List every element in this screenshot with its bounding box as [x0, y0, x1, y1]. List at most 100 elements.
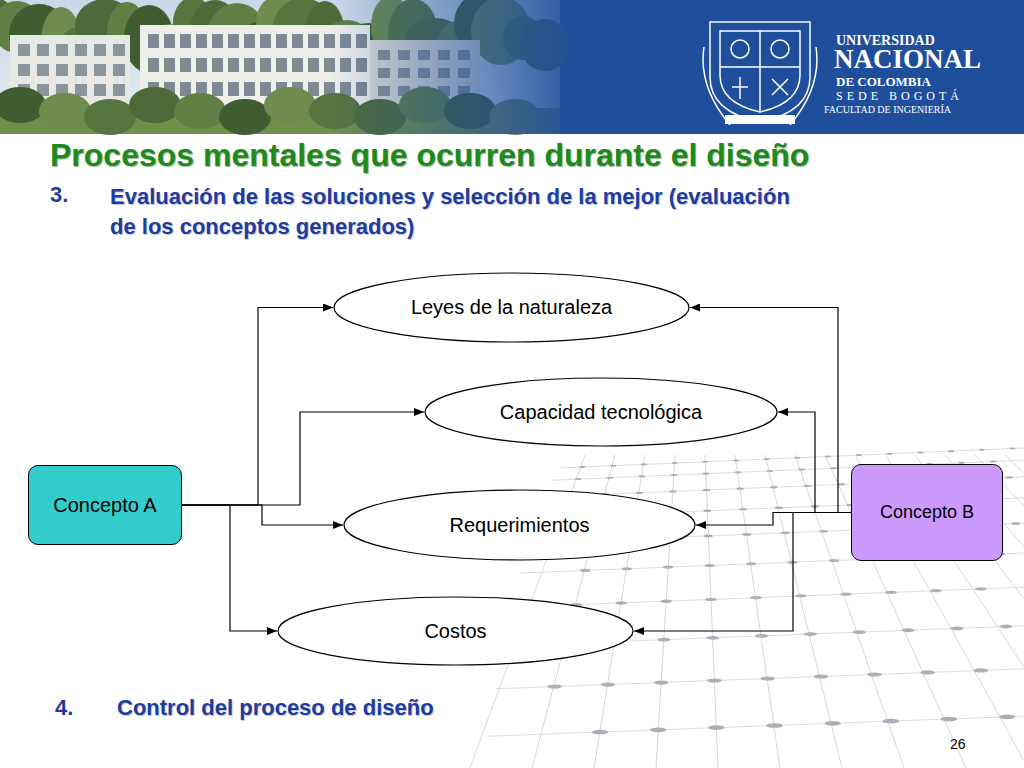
grid-line — [496, 669, 1024, 689]
seal-line — [720, 66, 800, 68]
grid-dot — [804, 485, 811, 487]
connector-arrow — [182, 308, 333, 506]
window — [75, 84, 87, 96]
node-text-group: Concepto B — [872, 502, 982, 523]
grid-dot — [750, 596, 762, 599]
grid-dot — [999, 715, 1016, 720]
window — [260, 34, 271, 48]
grid-dot — [990, 460, 997, 462]
window — [113, 84, 125, 96]
grid-dot — [760, 676, 775, 680]
ellipse-shape — [334, 273, 689, 342]
grid-dot — [770, 486, 777, 488]
grid-dot — [1011, 522, 1020, 525]
page-number: 26 — [950, 736, 966, 752]
window — [148, 34, 159, 48]
grid-dot — [671, 462, 677, 464]
bush — [129, 87, 181, 123]
seal-emblem — [772, 79, 788, 95]
grid-dot — [975, 587, 987, 590]
subheading: Control del proceso de diseño — [117, 695, 434, 721]
grid-dot — [974, 668, 989, 672]
grid-dot — [580, 569, 590, 572]
grid-dot — [734, 471, 741, 473]
window — [228, 34, 239, 48]
list-number: 3. — [50, 182, 68, 208]
window — [113, 44, 125, 56]
grid-dot — [579, 466, 585, 468]
seal-line — [759, 31, 761, 112]
grid-dot — [804, 632, 817, 636]
window — [75, 44, 87, 56]
grid-dot — [902, 628, 915, 632]
ellipse-shape — [425, 378, 777, 446]
grid-line — [488, 716, 1024, 736]
grid-dot — [607, 477, 614, 479]
grid-line — [705, 455, 718, 768]
node-text-group: Concepto A — [50, 494, 160, 517]
grid-dot — [739, 508, 747, 511]
grid-dot — [885, 591, 897, 594]
grid-line — [512, 587, 1024, 607]
window — [292, 34, 303, 48]
grid-dot — [766, 470, 773, 472]
window — [164, 34, 175, 48]
window — [260, 82, 271, 96]
concept-box: Concepto B — [851, 464, 1003, 561]
grid-dot — [707, 678, 722, 682]
grid-dot — [669, 490, 676, 492]
window — [148, 58, 159, 72]
grid-dot — [781, 531, 790, 534]
seal-shield-inner — [720, 31, 800, 112]
grid-line — [1005, 455, 1024, 768]
window — [276, 34, 287, 48]
grid-dot — [639, 475, 646, 477]
grid-dot — [755, 634, 768, 638]
logo-text: FACULTAD DE INGENIERÍA — [824, 104, 951, 115]
seal-emblem — [731, 40, 749, 58]
grid-dot — [948, 450, 954, 452]
grid-dot — [886, 453, 892, 455]
window — [75, 64, 87, 76]
grid-dot — [703, 510, 711, 513]
criterion-ellipse: Requerimientos — [343, 489, 696, 561]
window — [244, 58, 255, 72]
grid-dot — [660, 599, 672, 602]
grid-dot — [853, 630, 866, 634]
node-label: Concepto B — [872, 502, 982, 523]
grid-dot — [733, 459, 739, 461]
grid-dot — [999, 625, 1012, 629]
concept-box: Concepto A — [28, 465, 182, 545]
window — [180, 34, 191, 48]
header-banner — [0, 0, 1024, 135]
ellipse-shape — [278, 597, 633, 665]
window — [228, 58, 239, 72]
grid-dot — [819, 530, 828, 533]
grid-dot — [702, 473, 709, 475]
grid-dot — [746, 562, 756, 565]
grid-dot — [592, 730, 609, 735]
grid-dot — [795, 594, 807, 597]
connector-arrow — [778, 412, 851, 513]
grid-dot — [840, 592, 852, 595]
grid-dot — [663, 566, 673, 569]
window — [196, 58, 207, 72]
window — [56, 44, 68, 56]
grid-dot — [775, 507, 783, 510]
node-text-group: Capacidad tecnológica — [500, 401, 702, 424]
window — [180, 82, 191, 96]
window — [18, 64, 30, 76]
window — [94, 84, 106, 96]
connector-arrow — [182, 505, 343, 525]
grid-dot — [705, 598, 717, 601]
window — [292, 58, 303, 72]
grid-dot — [766, 723, 783, 728]
grid-dot — [951, 626, 964, 630]
node-text-group: Costos — [424, 620, 486, 643]
window — [180, 58, 191, 72]
window — [113, 64, 125, 76]
window — [244, 34, 255, 48]
seal-emblem — [732, 77, 748, 99]
grid-dot — [575, 478, 582, 480]
